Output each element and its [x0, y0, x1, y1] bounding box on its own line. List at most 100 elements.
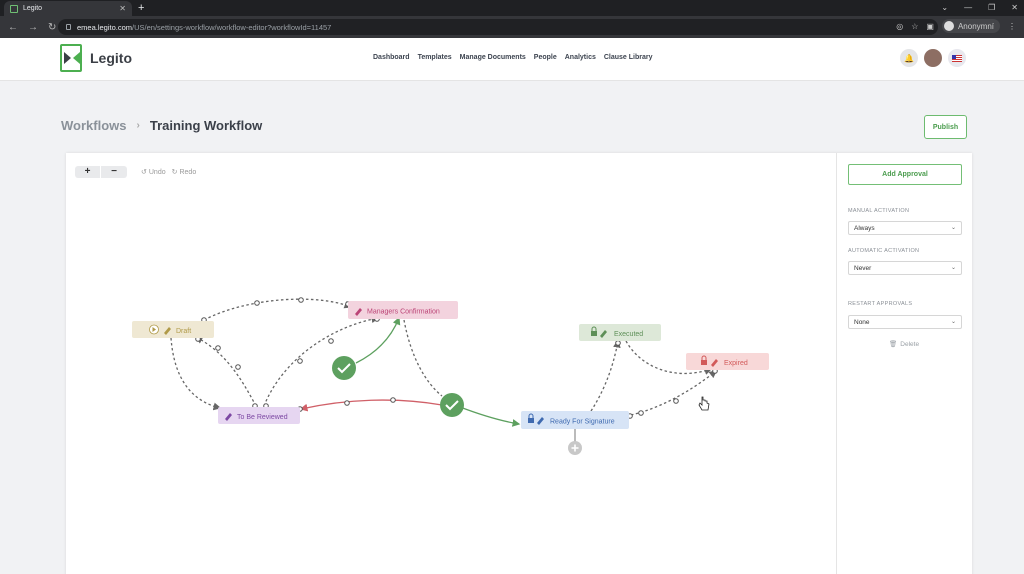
- back-icon[interactable]: ←: [8, 21, 18, 33]
- pen-icon: [164, 327, 171, 335]
- state-label: To Be Reviewed: [237, 414, 288, 421]
- edge-managers-ready[interactable]: [403, 319, 443, 397]
- profile-name: Anonymní: [957, 21, 994, 31]
- redo-button[interactable]: ↻Redo: [171, 168, 197, 177]
- manual-activation-select[interactable]: Always ⌄: [848, 221, 962, 235]
- undo-icon: ↺: [141, 169, 147, 176]
- lock-icon: [701, 360, 707, 365]
- state-ready-for-signature[interactable]: Ready For Signature: [521, 411, 629, 429]
- nav-dashboard[interactable]: Dashboard: [373, 54, 410, 61]
- browser-toolbar: ← → ↻ emea.legito.com /US/en/settings-wo…: [0, 16, 1024, 38]
- approval-settings-panel: Add Approval MANUAL ACTIVATION Always ⌄ …: [836, 153, 972, 574]
- edge-handle[interactable]: [615, 340, 621, 346]
- menu-icon[interactable]: ⋮: [1008, 21, 1016, 31]
- lock-icon: [591, 331, 597, 336]
- window-controls: ⌄ — ❐ ✕: [941, 1, 1018, 15]
- undo-button[interactable]: ↺Undo: [141, 168, 166, 177]
- close-tab-icon[interactable]: ✕: [119, 4, 126, 13]
- pen-icon: [355, 308, 362, 316]
- workflow-canvas[interactable]: + − ↺Undo ↻Redo: [66, 153, 836, 574]
- forward-icon[interactable]: →: [28, 21, 38, 33]
- zoom-in-button[interactable]: +: [75, 166, 101, 178]
- legito-logo-icon: [60, 44, 82, 72]
- edge-handle[interactable]: [298, 297, 304, 303]
- automatic-activation-select[interactable]: Never ⌄: [848, 261, 962, 275]
- edge-handle[interactable]: [390, 397, 396, 403]
- page-title: Training Workflow: [149, 118, 263, 133]
- breadcrumb-workflows[interactable]: Workflows: [61, 118, 127, 133]
- close-window-icon[interactable]: ✕: [1011, 3, 1018, 12]
- select-value: None: [854, 318, 870, 326]
- us-flag-icon[interactable]: [948, 49, 966, 67]
- state-label: Expired: [724, 360, 748, 367]
- publish-button[interactable]: Publish: [924, 115, 967, 139]
- delete-button[interactable]: 🗑 Delete: [889, 340, 919, 349]
- nav-templates[interactable]: Templates: [417, 54, 452, 61]
- profile-button[interactable]: Anonymní: [941, 19, 1000, 33]
- bell-icon[interactable]: 🔔: [900, 49, 918, 67]
- user-avatar[interactable]: [924, 49, 942, 67]
- nav-analytics[interactable]: Analytics: [564, 54, 596, 61]
- nav-clause-library[interactable]: Clause Library: [603, 54, 653, 61]
- add-state-button[interactable]: [568, 441, 582, 455]
- editor-toolbar: + − ↺Undo ↻Redo: [75, 166, 196, 178]
- edge-draft-managers[interactable]: [203, 298, 353, 321]
- state-label: Managers Confirmation: [367, 309, 440, 316]
- edge-handle[interactable]: [297, 358, 303, 364]
- redo-icon: ↻: [171, 169, 178, 176]
- chevron-down-icon[interactable]: ⌄: [941, 3, 949, 12]
- reload-icon[interactable]: ↻: [48, 21, 57, 33]
- edge-handle[interactable]: [344, 400, 350, 406]
- nav-people[interactable]: People: [533, 54, 557, 61]
- browser-tab[interactable]: Legito ✕: [4, 1, 132, 16]
- chevron-right-icon: ›: [136, 120, 140, 131]
- main-nav: Dashboard Templates Manage Documents Peo…: [373, 54, 653, 61]
- star-icon[interactable]: ☆: [911, 21, 919, 31]
- select-value: Never: [854, 264, 872, 272]
- chevron-down-icon: ⌄: [950, 265, 956, 271]
- approval-check-managers[interactable]: [332, 356, 356, 380]
- edge-handle[interactable]: [235, 364, 241, 370]
- edge-handle[interactable]: [215, 345, 221, 351]
- restart-approvals-select[interactable]: None ⌄: [848, 315, 962, 329]
- add-approval-button[interactable]: Add Approval: [848, 164, 962, 185]
- edge-handle[interactable]: [638, 410, 644, 416]
- restore-icon[interactable]: ❐: [988, 3, 996, 12]
- manual-activation-label: MANUAL ACTIVATION: [848, 208, 910, 214]
- lock-icon: [528, 418, 534, 423]
- edge-executed-expired[interactable]: [625, 340, 713, 375]
- restart-approvals-label: RESTART APPROVALS: [848, 301, 913, 307]
- new-tab-icon[interactable]: +: [138, 2, 145, 14]
- edge-approve-managers[interactable]: [355, 316, 401, 364]
- edge-review-managers[interactable]: [263, 315, 380, 407]
- select-value: Always: [854, 224, 875, 232]
- state-managers-confirmation[interactable]: Managers Confirmation: [348, 301, 458, 319]
- workflow-diagram: Draft To Be Reviewed Managers Confirmati…: [132, 297, 769, 455]
- profile-avatar-icon: [943, 21, 954, 31]
- hand-cursor-icon: [698, 396, 710, 411]
- edge-handle[interactable]: [673, 398, 679, 404]
- state-to-be-reviewed[interactable]: To Be Reviewed: [218, 407, 300, 424]
- state-expired[interactable]: Expired: [686, 353, 769, 370]
- edge-ready-executed[interactable]: [590, 339, 621, 412]
- edge-reject-review[interactable]: [299, 399, 443, 412]
- edge-handle[interactable]: [254, 300, 260, 306]
- state-label: Executed: [614, 331, 643, 338]
- edge-handle[interactable]: [328, 338, 334, 344]
- logo[interactable]: Legito: [60, 44, 132, 72]
- minimize-icon[interactable]: —: [964, 3, 973, 12]
- approval-check-ready[interactable]: [440, 393, 464, 417]
- zoom-out-button[interactable]: −: [111, 166, 117, 177]
- state-executed[interactable]: Executed: [579, 324, 661, 341]
- address-bar[interactable]: emea.legito.com /US/en/settings-workflow…: [58, 19, 938, 35]
- pen-icon: [600, 330, 607, 338]
- state-draft[interactable]: Draft: [132, 321, 214, 338]
- edge-approve-ready[interactable]: [459, 406, 521, 427]
- edge-review-draft[interactable]: [194, 336, 257, 407]
- nav-manage-documents[interactable]: Manage Documents: [459, 54, 526, 61]
- edge-ready-expired[interactable]: [630, 370, 718, 416]
- tab-title: Legito: [23, 5, 43, 12]
- edge-draft-review[interactable]: [170, 337, 222, 411]
- sidebar-icon[interactable]: ▣: [926, 21, 934, 31]
- eye-off-icon[interactable]: ◎: [896, 21, 904, 31]
